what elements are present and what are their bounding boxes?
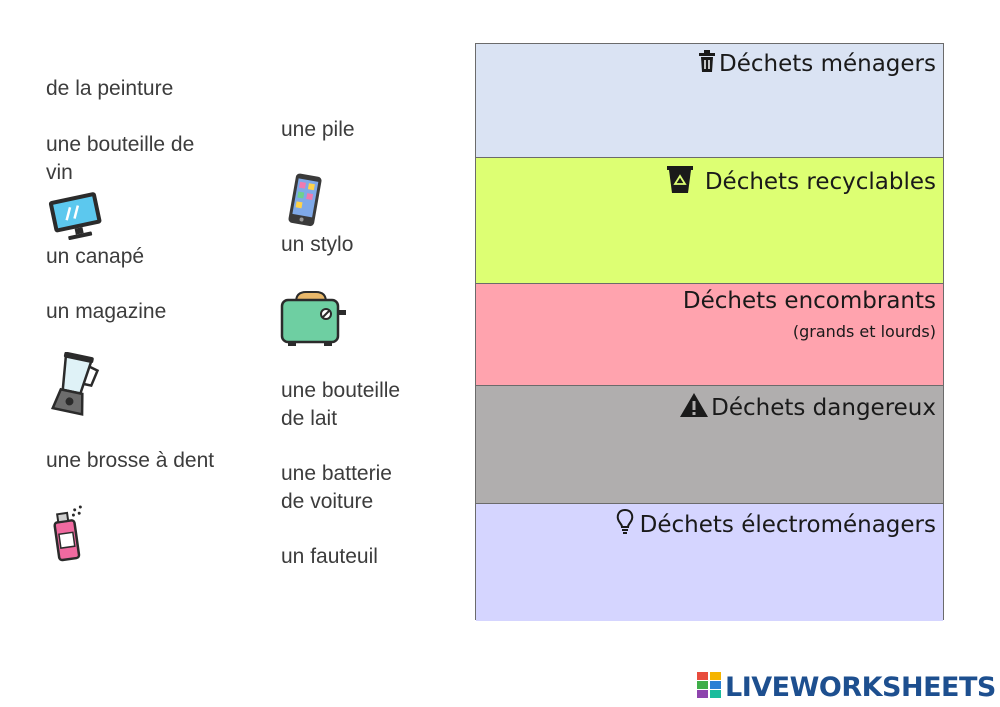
bin-menagers-title: Déchets ménagers — [697, 50, 936, 78]
bin-menagers-label: Déchets ménagers — [719, 51, 936, 77]
bin-dangereux[interactable]: Déchets dangereux — [476, 386, 943, 504]
lightbulb-icon — [616, 508, 634, 542]
item-brosse-a-dent[interactable]: une brosse à dent — [46, 449, 215, 472]
bin-electromenagers-title: Déchets électroménagers — [616, 508, 936, 542]
bin-recyclables-title: Déchets recyclables — [665, 164, 936, 200]
bin-encombrants-title: Déchets encombrants — [683, 288, 936, 314]
toaster-icon[interactable] — [280, 288, 348, 353]
blender-icon[interactable] — [48, 351, 100, 423]
item-bouteille-de-vin[interactable]: une bouteille de vin — [46, 131, 194, 187]
monitor-icon[interactable] — [48, 192, 106, 245]
spray-can-icon[interactable] — [48, 505, 88, 568]
item-peinture[interactable]: de la peinture — [46, 77, 174, 100]
item-bouteille-de-vin-line2: vin — [46, 161, 73, 184]
item-bouteille-de-lait-line2: de lait — [281, 407, 338, 430]
bin-encombrants-subtitle: (grands et lourds) — [792, 322, 936, 341]
bin-encombrants-label: Déchets encombrants — [682, 288, 936, 314]
trash-icon — [697, 50, 717, 78]
sorting-bins: Déchets ménagers Déchets recyclables Déc… — [475, 43, 944, 621]
bin-encombrants[interactable]: Déchets encombrants (grands et lourds) — [476, 284, 943, 386]
item-pile[interactable]: une pile — [281, 118, 355, 141]
bin-recyclables[interactable]: Déchets recyclables — [476, 158, 943, 284]
item-batterie-de-voiture-line1: une batterie — [281, 462, 392, 485]
bin-electromenagers-label: Déchets électroménagers — [639, 512, 936, 538]
bin-dangereux-label: Déchets dangereux — [711, 395, 936, 421]
item-bouteille-de-lait-line1: une bouteille — [281, 379, 401, 402]
smartphone-icon[interactable] — [284, 172, 328, 233]
recycle-bin-icon — [665, 164, 695, 200]
bin-electromenagers[interactable]: Déchets électroménagers — [476, 504, 943, 621]
item-fauteuil[interactable]: un fauteuil — [281, 545, 378, 568]
bin-recyclables-label: Déchets recyclables — [704, 169, 936, 195]
item-batterie-de-voiture-line2: de voiture — [281, 490, 374, 513]
item-magazine[interactable]: un magazine — [46, 300, 167, 323]
bin-menagers[interactable]: Déchets ménagers — [476, 44, 943, 158]
warning-icon — [679, 392, 709, 424]
liveworksheets-logo: LIVEWORKSHEETS — [697, 672, 996, 703]
item-batterie-de-voiture[interactable]: une batterie de voiture — [281, 460, 392, 516]
bin-dangereux-title: Déchets dangereux — [679, 392, 936, 424]
item-canape[interactable]: un canapé — [46, 245, 145, 268]
liveworksheets-logo-icon — [697, 672, 721, 703]
liveworksheets-logo-text: LIVEWORKSHEETS — [725, 672, 996, 703]
item-bouteille-de-vin-line1: une bouteille de — [46, 133, 195, 156]
item-stylo[interactable]: un stylo — [281, 233, 354, 256]
item-bouteille-de-lait[interactable]: une bouteille de lait — [281, 377, 400, 433]
